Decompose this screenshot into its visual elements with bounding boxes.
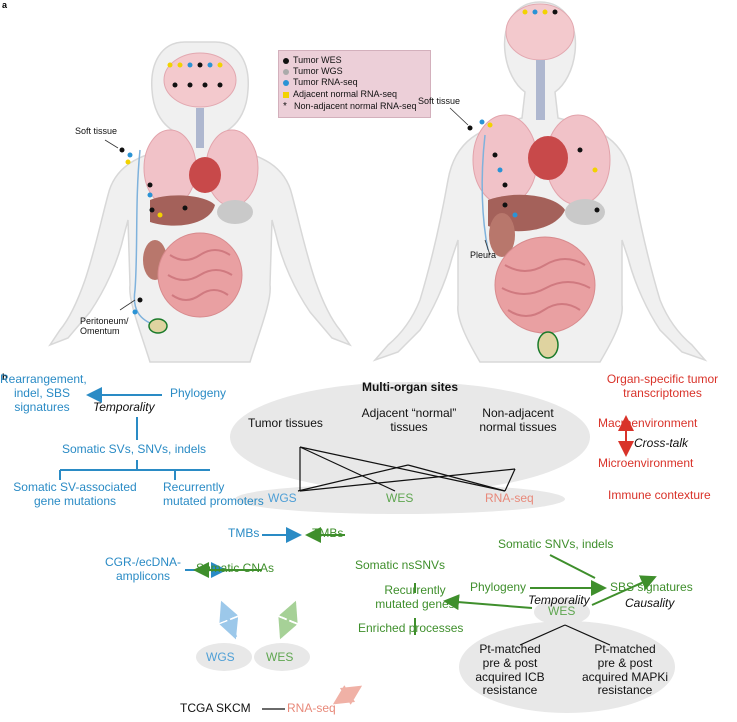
microenvironment: Microenvironment [598, 456, 694, 470]
recurrently-mutated-genes: Recurrently mutated genes [375, 583, 455, 611]
somatic-nssnvs: Somatic nsSNVs [355, 558, 446, 572]
rearrangement-signatures: Rearrangement, indel, SBS signatures [0, 372, 87, 414]
blue-phylogeny: Phylogeny [170, 386, 227, 400]
star-icon: * [283, 101, 287, 113]
green-wes: WES [548, 604, 576, 618]
female-figure [48, 41, 352, 363]
legend-item-non-adjacent-normal: *Non-adjacent normal RNA-seq [283, 101, 417, 113]
panel-b-label: b [2, 372, 8, 382]
organ-specific-transcriptomes: Organ-specific tumor transcriptomes [606, 372, 719, 400]
panel-b: b [0, 365, 737, 722]
macroenvironment: Macroenvironment [598, 416, 698, 430]
legend-item-adjacent-normal: Adjacent normal RNA-seq [283, 89, 397, 99]
blue-tmbs: TMBs [228, 526, 260, 540]
sample-markers [119, 9, 600, 334]
tumor-tissues-label: Tumor tissues [248, 416, 323, 430]
sv-associated-gene-mutations: Somatic SV-associated gene mutations [13, 480, 137, 508]
enriched-processes: Enriched processes [358, 621, 464, 635]
non-adjacent-normal-label: Non-adjacent normal tissues [479, 406, 557, 434]
black-dot-icon [283, 57, 289, 64]
body-illustrations [48, 1, 708, 363]
legend-item-tumor-wgs: Tumor WGS [283, 66, 343, 76]
legend-item-tumor-wes: Tumor WES [283, 55, 342, 65]
causality-label: Causality [625, 596, 675, 610]
female-soft-tissue-label: Soft tissue [75, 126, 118, 136]
multi-organ-title: Multi-organ sites [361, 380, 458, 394]
peritoneum-label: Peritoneum/ Omentum [80, 316, 129, 337]
adjacent-normal-label: Adjacent “normal” tissues [361, 406, 457, 434]
panel-a-label: a [2, 0, 8, 10]
platform-rnaseq: RNA-seq [485, 491, 534, 505]
tcga-wgs: WGS [206, 650, 235, 664]
legend-item-tumor-rnaseq: Tumor RNA-seq [283, 77, 358, 87]
icb-resistance-label: Pt-matched pre & post acquired ICB resis… [475, 642, 545, 698]
sbs-signatures: SBS signatures [610, 580, 693, 594]
legend: Tumor WES Tumor WGS Tumor RNA-seq Adjace… [278, 50, 431, 118]
green-phylogeny: Phylogeny [470, 580, 527, 594]
cross-talk-label: Cross-talk [634, 436, 689, 450]
mapki-resistance-label: Pt-matched pre & post acquired MAPKi res… [581, 642, 669, 698]
workflow-diagram [59, 382, 675, 713]
tcga-skcm: TCGA SKCM [180, 701, 251, 715]
yellow-square-icon [283, 91, 289, 98]
platform-wgs: WGS [268, 491, 297, 505]
male-figure [372, 1, 708, 363]
green-temporality: Temporality [528, 593, 590, 607]
cgr-ecdna-amplicons: CGR-/ecDNA- amplicons [104, 555, 181, 583]
blue-temporality: Temporality [93, 400, 155, 414]
panel-a: a [2, 0, 708, 363]
tcga-wes: WES [266, 650, 294, 664]
pleura-label: Pleura [470, 250, 497, 260]
male-soft-tissue-label: Soft tissue [418, 96, 461, 106]
blue-dot-icon [283, 79, 289, 86]
platform-wes: WES [386, 491, 414, 505]
somatic-snvs-indels: Somatic SNVs, indels [498, 537, 614, 551]
somatic-svs-snvs-indels: Somatic SVs, SNVs, indels [62, 442, 207, 456]
gray-dot-icon [283, 68, 289, 75]
immune-contexture: Immune contexture [608, 488, 711, 502]
tcga-rnaseq: RNA-seq [287, 701, 336, 715]
somatic-cnas: Somatic CNAs [196, 561, 275, 575]
recurrently-mutated-promoters: Recurrently mutated promoters [163, 480, 264, 508]
green-tmbs: TMBs [312, 526, 344, 540]
